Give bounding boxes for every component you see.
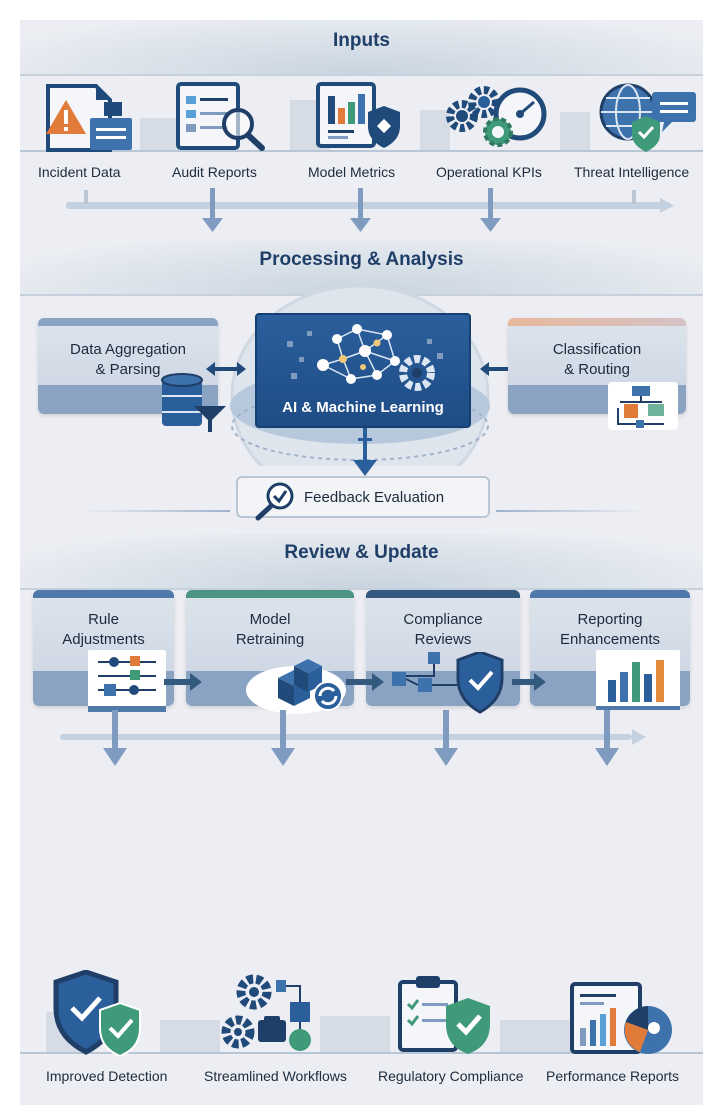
inputs-baseline <box>20 150 703 152</box>
reporting-enhancements-line2: Enhancements <box>559 631 661 648</box>
data-aggregation-line2: & Parsing <box>95 361 161 378</box>
arrow-down-icon <box>202 188 223 232</box>
input-label-threat-intelligence: Threat Intelligence <box>574 164 690 180</box>
processing-title: Processing & Analysis <box>259 249 464 270</box>
flowchart-icon <box>608 382 678 430</box>
data-aggregation-card: Data Aggregation & Parsing <box>38 318 218 414</box>
arrow-down-icon <box>595 710 619 766</box>
arrow-down-icon <box>271 710 295 766</box>
bidirectional-arrow-icon <box>206 362 246 376</box>
report-pie-chart-icon <box>570 982 672 1054</box>
arrow-down-icon <box>350 188 371 232</box>
input-label-operational-kpis: Operational KPIs <box>436 164 542 180</box>
skyline-decor <box>500 1020 570 1052</box>
magnifier-check-icon <box>255 482 294 521</box>
input-label-audit-reports: Audit Reports <box>172 164 257 180</box>
outcome-label-regulatory-compliance: Regulatory Compliance <box>378 1068 524 1084</box>
skyline-decor <box>320 1016 390 1052</box>
skyline-decor <box>140 118 180 150</box>
neural-network-gear-icon <box>287 324 443 391</box>
bar-chart-icon <box>596 650 680 710</box>
divider-line <box>80 510 230 512</box>
compliance-reviews-line1: Compliance <box>403 611 483 628</box>
skyline-decor <box>420 110 450 150</box>
feedback-evaluation-label: Feedback Evaluation <box>304 489 445 506</box>
ai-machine-learning-box: AI & Machine Learning <box>255 313 471 428</box>
divider-line <box>496 510 646 512</box>
rule-adjustments-line1: Rule <box>88 611 119 628</box>
outcome-label-streamlined-workflows: Streamlined Workflows <box>204 1068 347 1084</box>
audit-search-icon <box>176 82 265 151</box>
model-retraining-line2: Retraining <box>235 631 305 648</box>
feedback-evaluation-box: Feedback Evaluation <box>236 476 490 521</box>
input-label-model-metrics: Model Metrics <box>308 164 396 180</box>
rule-adjustments-line2: Adjustments <box>62 631 145 648</box>
sliders-icon <box>88 650 166 712</box>
skyline-decor <box>560 112 590 150</box>
gears-gauge-icon <box>446 86 547 147</box>
model-retraining-line1: Model <box>249 611 291 628</box>
outcomes-baseline <box>20 1052 703 1054</box>
incident-report-icon <box>46 84 132 152</box>
database-filter-icon <box>161 373 226 432</box>
inputs-title: Inputs <box>333 30 390 51</box>
review-flow-arrows <box>60 710 646 766</box>
gears-workflow-icon <box>221 974 311 1051</box>
review-header-band: Review & Update <box>20 534 703 590</box>
data-aggregation-line1: Data Aggregation <box>70 341 186 358</box>
skyline-decor <box>160 1020 220 1052</box>
input-label-incident-data: Incident Data <box>38 164 121 180</box>
inputs-header-band: Inputs <box>20 20 703 76</box>
metrics-shield-icon <box>316 82 400 148</box>
arrow-down-icon <box>103 710 127 766</box>
arrow-down-icon <box>353 428 377 476</box>
arrow-down-icon <box>480 188 501 232</box>
review-title: Review & Update <box>284 542 439 563</box>
arrow-right-icon <box>512 673 546 691</box>
outcome-label-performance-reports: Performance Reports <box>546 1068 680 1084</box>
globe-shield-icon <box>599 83 696 152</box>
clipboard-shield-icon <box>398 976 490 1054</box>
inputs-flow-arrows <box>66 188 674 232</box>
reporting-enhancements-line1: Reporting <box>577 611 643 628</box>
cubes-refresh-icon <box>246 659 346 714</box>
flow-shield-icon <box>392 652 504 714</box>
compliance-reviews-line2: Reviews <box>414 631 472 648</box>
outcome-label-improved-detection: Improved Detection <box>46 1068 168 1084</box>
ai-machine-learning-label: AI & Machine Learning <box>282 399 444 416</box>
classification-line2: & Routing <box>564 361 630 378</box>
arrow-right-icon <box>164 673 202 691</box>
arrow-right-icon <box>346 673 384 691</box>
arrow-down-icon <box>434 710 458 766</box>
shields-check-icon <box>53 970 141 1056</box>
classification-line1: Classification <box>552 341 642 358</box>
